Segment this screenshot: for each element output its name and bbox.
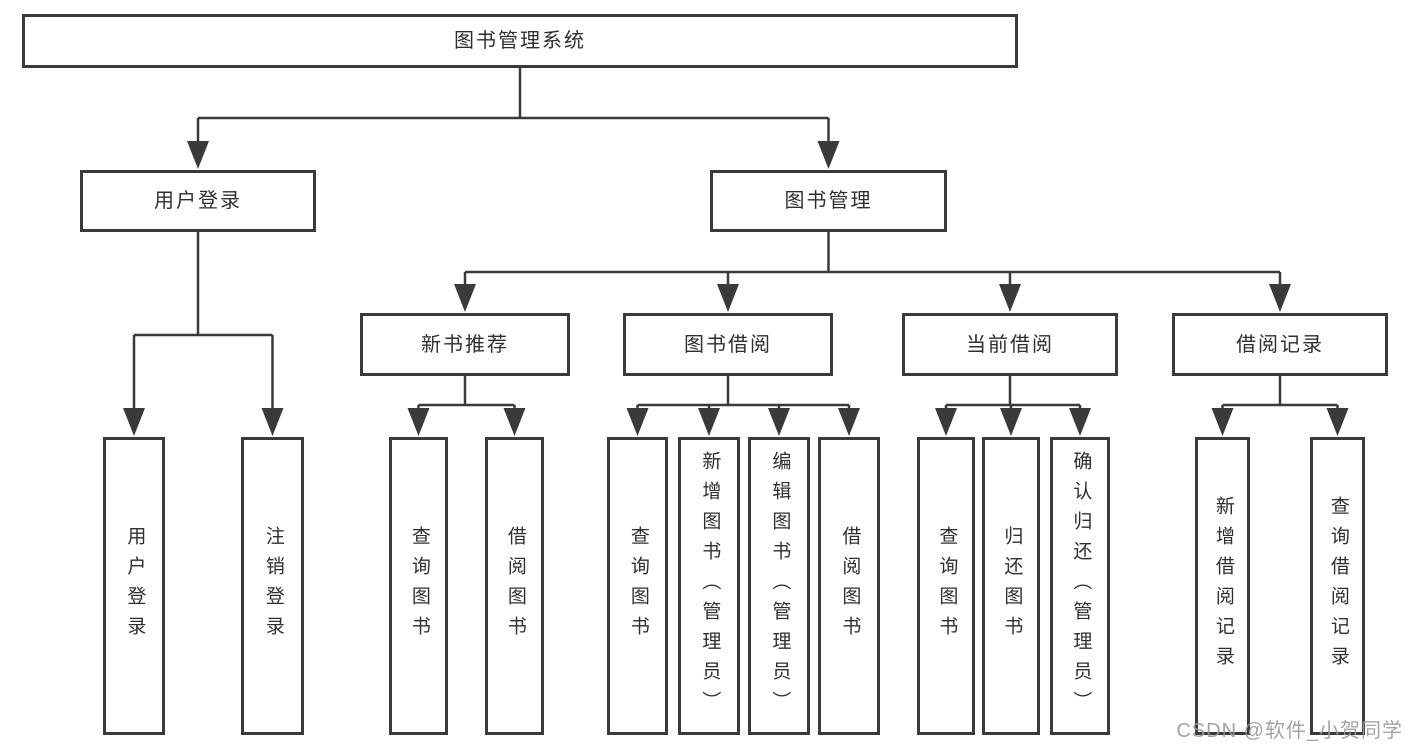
connector-borrow-record-children xyxy=(1211,376,1349,436)
node-borrow-record: 借阅记录 xyxy=(1172,313,1388,376)
arrowhead-icon xyxy=(1211,408,1234,436)
arrowhead-icon xyxy=(817,141,840,169)
arrowhead-icon xyxy=(999,284,1021,312)
arrowhead-icon xyxy=(1269,284,1291,312)
arrowhead-icon xyxy=(407,408,430,436)
node-book-management: 图书管理 xyxy=(710,170,947,232)
leaf-return-books: 归还图书 xyxy=(982,437,1040,735)
leaf-query-borrow-record: 查询借阅记录 xyxy=(1310,437,1365,735)
connector-book-mgmt-children xyxy=(454,232,1291,312)
connector-new-book-children xyxy=(407,376,526,436)
leaf-confirm-return-admin: 确认归还（管理员） xyxy=(1050,437,1110,735)
node-current-borrow: 当前借阅 xyxy=(902,313,1118,376)
node-user-login: 用户登录 xyxy=(80,170,316,232)
leaf-current-query-books: 查询图书 xyxy=(917,437,975,735)
arrowhead-icon xyxy=(935,408,957,436)
arrowhead-icon xyxy=(717,284,739,312)
arrowhead-icon xyxy=(838,408,860,436)
arrowhead-icon xyxy=(454,284,476,312)
leaf-add-borrow-record: 新增借阅记录 xyxy=(1195,437,1250,735)
arrowhead-icon xyxy=(1000,408,1022,436)
arrowhead-icon xyxy=(123,408,145,436)
arrowhead-icon xyxy=(187,141,209,169)
arrowhead-icon xyxy=(261,408,284,436)
node-root-title: 图书管理系统 xyxy=(22,14,1018,68)
arrowhead-icon xyxy=(1326,408,1349,436)
leaf-borrow-query-books: 查询图书 xyxy=(607,437,668,735)
arrowhead-icon xyxy=(768,408,790,436)
connector-borrow-children xyxy=(626,376,860,436)
leaf-newbook-borrow-books: 借阅图书 xyxy=(485,437,544,735)
leaf-edit-book-admin: 编辑图书（管理员） xyxy=(748,437,810,735)
arrowhead-icon xyxy=(626,408,649,436)
connector-root-to-level2 xyxy=(187,68,840,169)
leaf-logout: 注销登录 xyxy=(241,437,304,735)
leaf-borrow-books: 借阅图书 xyxy=(818,437,880,735)
leaf-add-book-admin: 新增图书（管理员） xyxy=(678,437,740,735)
node-book-borrow: 图书借阅 xyxy=(623,313,833,376)
node-new-book-recommend: 新书推荐 xyxy=(360,313,570,376)
leaf-user-login: 用户登录 xyxy=(103,437,165,735)
connector-current-borrow-children xyxy=(935,376,1091,436)
connector-user-login-children xyxy=(123,232,284,436)
arrowhead-icon xyxy=(503,408,526,436)
leaf-newbook-query-books: 查询图书 xyxy=(389,437,448,735)
arrowhead-icon xyxy=(1069,408,1091,436)
csdn-watermark: CSDN @软件_小贺同学 xyxy=(1176,720,1403,742)
arrowhead-icon xyxy=(698,408,720,436)
